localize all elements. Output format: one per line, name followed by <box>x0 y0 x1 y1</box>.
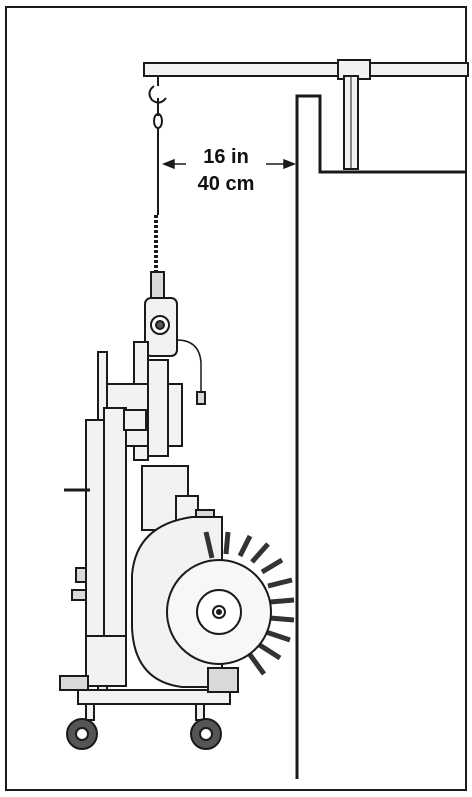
main-panel <box>64 407 147 677</box>
hoist-unit <box>144 297 206 405</box>
left-caster <box>66 718 98 750</box>
frame-border <box>5 6 467 791</box>
right-caster <box>190 718 222 750</box>
hook-and-cable <box>148 85 167 299</box>
brush-wheel <box>166 531 295 676</box>
clearance-metric-label: 40 cm <box>186 172 266 196</box>
clearance-imperial-label: 16 in <box>186 145 266 169</box>
cart-base <box>59 635 239 721</box>
wall-outline <box>295 94 466 779</box>
overhead-boom <box>143 59 469 170</box>
